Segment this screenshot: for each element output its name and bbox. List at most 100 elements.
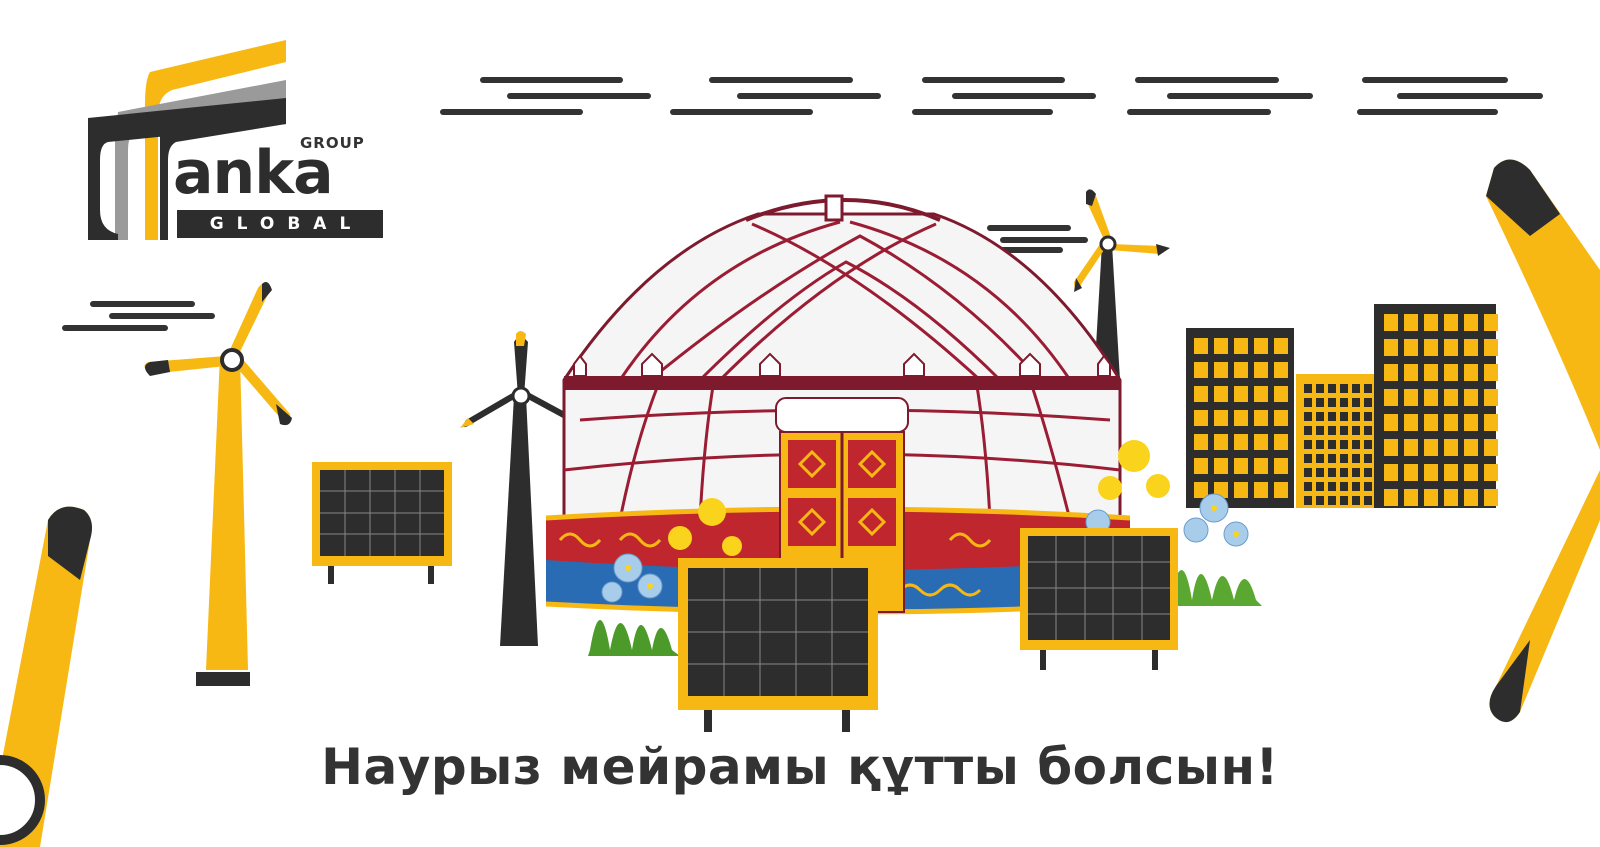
building-window <box>1328 496 1336 505</box>
building-window <box>1404 364 1418 381</box>
building-window <box>1328 412 1336 421</box>
building-window <box>1364 468 1372 477</box>
solar-panel-icon <box>312 462 452 584</box>
building-window <box>1424 464 1438 481</box>
building-window <box>1484 489 1498 506</box>
building-window <box>1254 338 1268 354</box>
building-window <box>1316 496 1324 505</box>
building-window <box>1464 314 1478 331</box>
solar-panel-icon <box>1020 528 1178 670</box>
building-window <box>1328 440 1336 449</box>
building-window <box>1304 398 1312 407</box>
building-window <box>1364 398 1372 407</box>
building-window <box>1424 339 1438 356</box>
building-window <box>1304 440 1312 449</box>
building-window <box>1340 468 1348 477</box>
building-window <box>1340 496 1348 505</box>
building-window <box>1364 496 1372 505</box>
building-window <box>1352 496 1360 505</box>
building-window <box>1254 410 1268 426</box>
building-window <box>1316 398 1324 407</box>
building-window <box>1484 314 1498 331</box>
building-window <box>1364 412 1372 421</box>
building-window <box>1404 414 1418 431</box>
cloud-lines-icon <box>62 77 1543 331</box>
building-window <box>1254 362 1268 378</box>
building-window <box>1364 482 1372 491</box>
building-window <box>1352 412 1360 421</box>
building-window <box>1194 458 1208 474</box>
building-window <box>1444 389 1458 406</box>
solar-panel-icon <box>678 558 878 732</box>
building-window <box>1384 464 1398 481</box>
building-window <box>1274 386 1288 402</box>
building-icon <box>1186 304 1498 508</box>
building-window <box>1352 440 1360 449</box>
building-window <box>1304 384 1312 393</box>
building-window <box>1464 414 1478 431</box>
wind-turbine-icon <box>144 282 292 686</box>
building-window <box>1364 426 1372 435</box>
building-window <box>1364 440 1372 449</box>
building-window <box>1404 439 1418 456</box>
building-window <box>1424 314 1438 331</box>
building-window <box>1404 464 1418 481</box>
building-window <box>1384 389 1398 406</box>
building-window <box>1352 468 1360 477</box>
building-window <box>1384 364 1398 381</box>
building-window <box>1328 454 1336 463</box>
building-window <box>1316 440 1324 449</box>
building-window <box>1340 426 1348 435</box>
building-window <box>1340 482 1348 491</box>
building-window <box>1254 458 1268 474</box>
building-window <box>1444 489 1458 506</box>
building-window <box>1234 482 1248 498</box>
building-window <box>1304 482 1312 491</box>
logo-brand-text: anka <box>173 138 334 208</box>
building-window <box>1316 384 1324 393</box>
building-window <box>1384 314 1398 331</box>
building-window <box>1274 482 1288 498</box>
building-window <box>1484 364 1498 381</box>
building-window <box>1444 364 1458 381</box>
building-window <box>1328 482 1336 491</box>
building-window <box>1254 482 1268 498</box>
building-window <box>1304 426 1312 435</box>
logo-group-text: GROUP <box>300 134 365 152</box>
building-window <box>1464 339 1478 356</box>
building-window <box>1364 384 1372 393</box>
building-window <box>1404 389 1418 406</box>
building-window <box>1328 398 1336 407</box>
building-window <box>1444 314 1458 331</box>
building-window <box>1234 338 1248 354</box>
building-window <box>1234 458 1248 474</box>
building-window <box>1464 464 1478 481</box>
building-window <box>1444 414 1458 431</box>
building-window <box>1444 464 1458 481</box>
wind-turbine-icon <box>1074 189 1170 380</box>
building-window <box>1444 439 1458 456</box>
building-window <box>1424 439 1438 456</box>
building-window <box>1328 384 1336 393</box>
building-window <box>1404 314 1418 331</box>
building-window <box>1484 339 1498 356</box>
building-window <box>1214 338 1228 354</box>
building-window <box>1424 389 1438 406</box>
building-window <box>1340 398 1348 407</box>
building-window <box>1364 454 1372 463</box>
building-window <box>1316 426 1324 435</box>
building-window <box>1464 439 1478 456</box>
building-window <box>1404 339 1418 356</box>
building-window <box>1484 389 1498 406</box>
building-window <box>1352 454 1360 463</box>
building-window <box>1214 386 1228 402</box>
building-window <box>1214 410 1228 426</box>
building-window <box>1304 454 1312 463</box>
building-window <box>1304 496 1312 505</box>
building-window <box>1384 339 1398 356</box>
building-window <box>1194 362 1208 378</box>
building-window <box>1304 468 1312 477</box>
building-window <box>1214 458 1228 474</box>
building-window <box>1352 384 1360 393</box>
